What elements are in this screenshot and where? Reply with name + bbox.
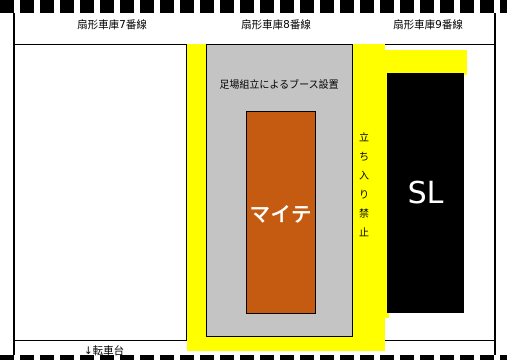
outer-left-border	[13, 13, 15, 355]
track7-label: 扇形車庫7番線	[77, 19, 147, 31]
maite-label: マイテ	[249, 202, 313, 226]
maite-car: マイテ	[246, 111, 316, 314]
sl-locomotive: SL	[387, 73, 464, 313]
turntable-label: ↓転車台	[83, 345, 125, 357]
track8-label: 扇形車庫8番線	[241, 19, 311, 31]
track9-label: 扇形車庫9番線	[393, 19, 463, 31]
bottom-dashed-border	[0, 355, 507, 360]
sl-label: SL	[407, 175, 444, 211]
track7-right-border	[186, 44, 187, 340]
top-dashed-border	[0, 0, 507, 13]
yellow-zone-right	[372, 50, 389, 318]
no-entry-label: 立ち入り禁止	[359, 133, 369, 239]
outer-right-border	[494, 13, 496, 355]
booth-label: 足場組立によるブース設置	[219, 80, 339, 91]
